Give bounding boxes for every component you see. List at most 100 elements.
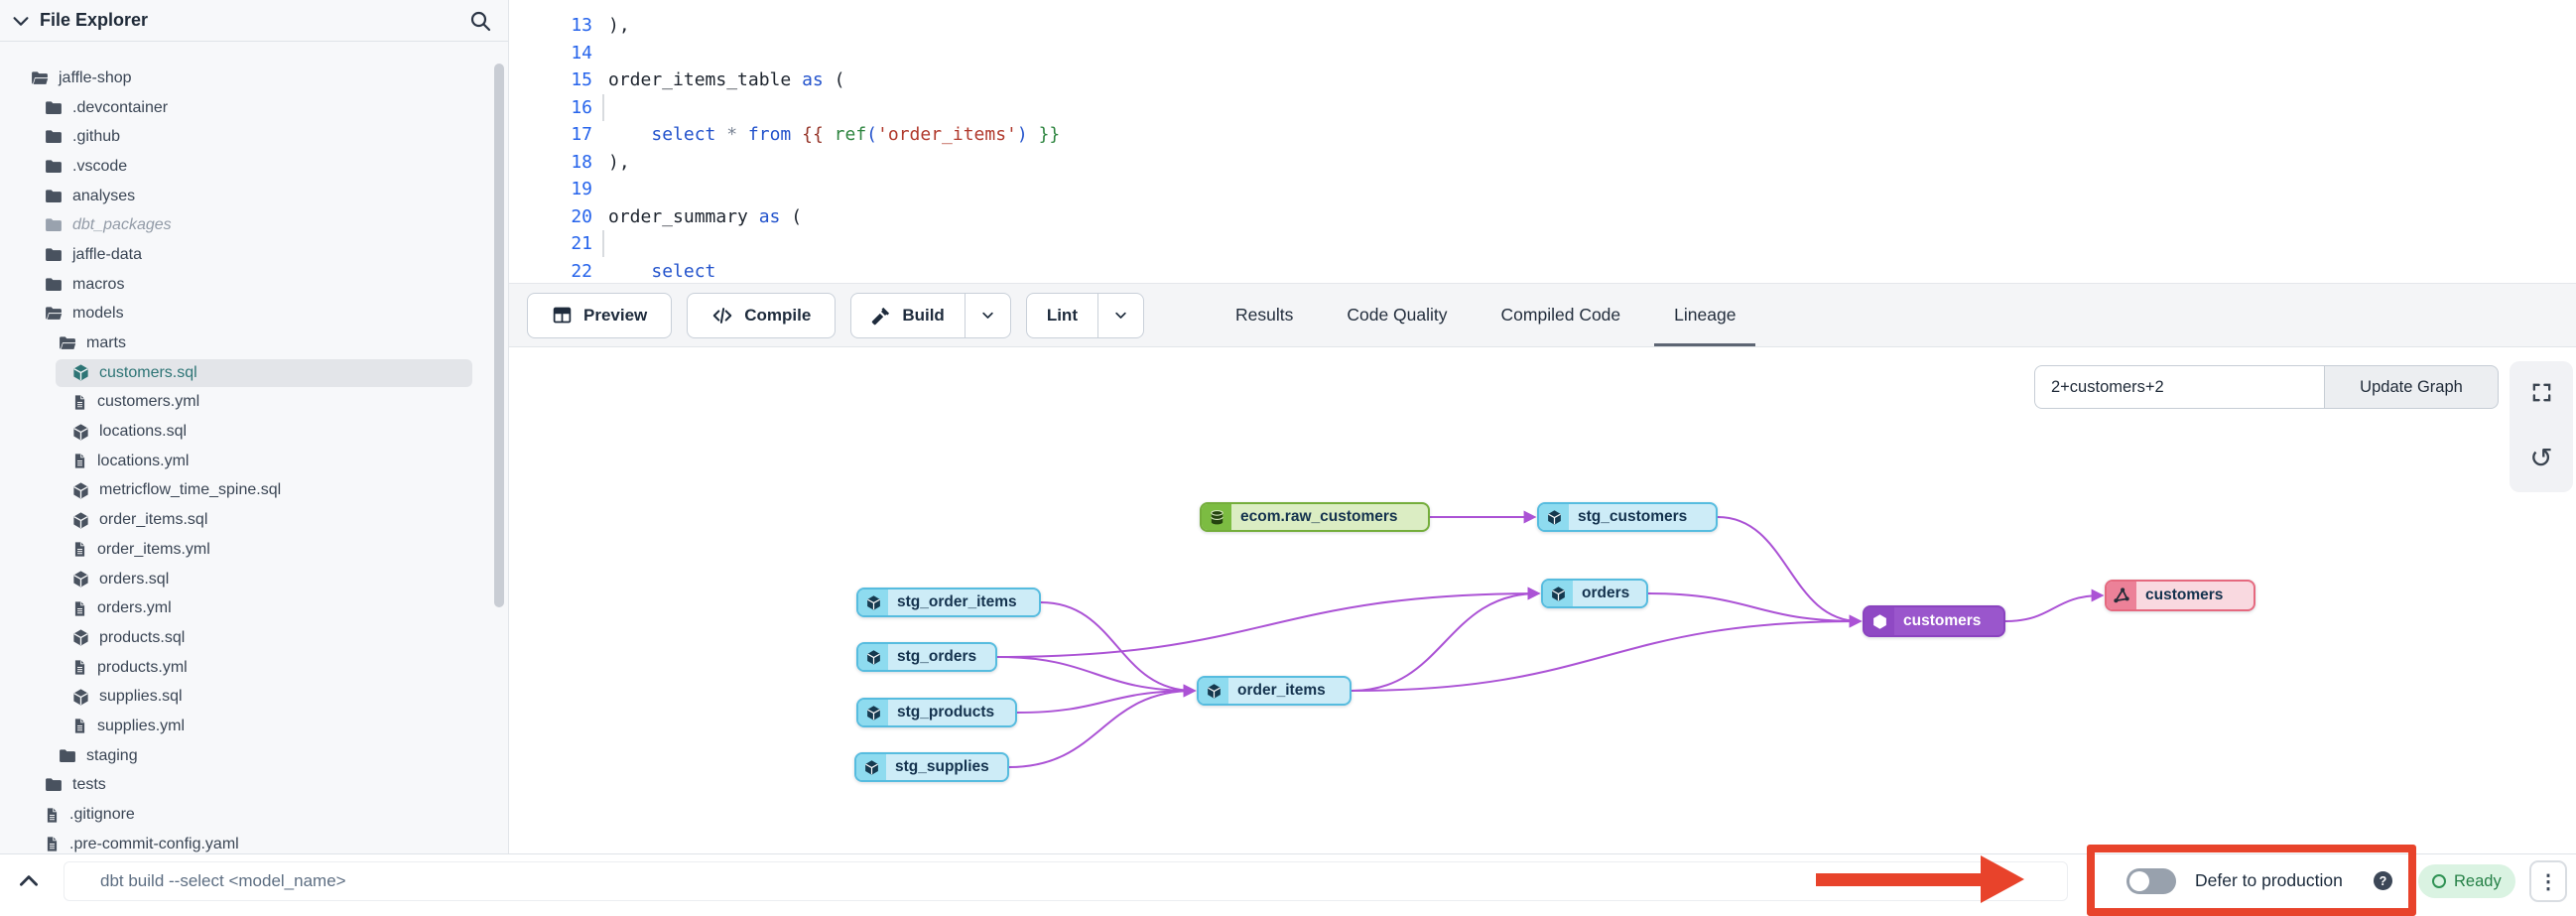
build-dropdown-button[interactable] <box>964 293 1010 337</box>
lineage-edge-stg_products-to-order_items <box>1016 684 1197 714</box>
help-icon[interactable]: ? <box>2374 871 2392 890</box>
tree-item-locations-yml[interactable]: locations.yml <box>0 447 494 476</box>
tab-lineage[interactable]: Lineage <box>1654 284 1756 346</box>
lineage-node-order_items[interactable]: order_items <box>1197 676 1352 706</box>
file-icon <box>44 836 61 852</box>
tab-compiled-code[interactable]: Compiled Code <box>1500 305 1621 325</box>
file-explorer-panel: File Explorer jaffle-shop.devcontainer.g… <box>0 0 509 853</box>
compile-button[interactable]: Compile <box>687 292 837 338</box>
lineage-node-orders[interactable]: orders <box>1541 579 1648 608</box>
tree-item-label: .gitignore <box>69 806 135 824</box>
tree-item-staging[interactable]: staging <box>0 741 494 771</box>
folder-icon <box>44 275 64 295</box>
tree-item-order-items-sql[interactable]: order_items.sql <box>0 505 494 535</box>
token-kw: as <box>802 69 824 91</box>
tree-item-metricflow-time-spine-sql[interactable]: metricflow_time_spine.sql <box>0 476 494 506</box>
file-explorer-title: File Explorer <box>40 10 149 30</box>
tree-item-products-sql[interactable]: products.sql <box>0 623 494 653</box>
token <box>824 124 835 145</box>
token-kw: select <box>651 260 716 282</box>
lineage-node-stg_products[interactable]: stg_products <box>856 698 1017 727</box>
tree-item-supplies-yml[interactable]: supplies.yml <box>0 712 494 741</box>
token-kw: select <box>651 124 716 146</box>
token <box>715 124 726 145</box>
lineage-node-stg_orders[interactable]: stg_orders <box>856 642 997 672</box>
build-button[interactable]: Build <box>851 294 965 337</box>
folder-icon <box>58 746 77 766</box>
defer-to-production-toggle[interactable] <box>2126 868 2176 894</box>
preview-button[interactable]: Preview <box>527 292 673 338</box>
lineage-node-label: stg_products <box>897 704 995 720</box>
update-graph-button[interactable]: Update Graph <box>2324 365 2499 409</box>
status-badge-label: Ready <box>2454 871 2502 890</box>
tree-item-label: .vscode <box>72 157 128 175</box>
indent-guide-line <box>602 230 604 258</box>
model-cube-icon <box>1539 504 1569 530</box>
model-cube-icon <box>1199 678 1228 704</box>
tree-item-order-items-yml[interactable]: order_items.yml <box>0 535 494 565</box>
lint-dropdown-button[interactable] <box>1096 293 1143 337</box>
sidebar-scrollbar[interactable] <box>494 64 504 607</box>
tree-item-analyses[interactable]: analyses <box>0 182 494 211</box>
folder-icon <box>30 68 50 88</box>
tree-item-orders-sql[interactable]: orders.sql <box>0 565 494 594</box>
token-fn: ref <box>834 124 867 146</box>
lineage-view-controls: ↺ <box>2510 361 2573 492</box>
lineage-node-customers[interactable]: customers <box>1863 605 2005 637</box>
chevron-up-icon[interactable] <box>16 868 42 894</box>
tree-item-tests[interactable]: tests <box>0 771 494 801</box>
lineage-node-src_raw_customers[interactable]: ecom.raw_customers <box>1200 502 1430 532</box>
lineage-node-label: stg_customers <box>1578 508 1688 525</box>
lineage-node-stg_supplies[interactable]: stg_supplies <box>854 752 1009 782</box>
tree-item-jaffle-data[interactable]: jaffle-data <box>0 240 494 270</box>
lineage-selector-input[interactable] <box>2034 365 2324 409</box>
lineage-edge-orders-to-customers <box>1647 592 1863 628</box>
lint-button[interactable]: Lint <box>1027 294 1097 337</box>
tree-item-label: metricflow_time_spine.sql <box>99 481 282 499</box>
indent-guide-line <box>602 93 604 121</box>
tree-item-label: order_items.yml <box>97 540 210 558</box>
overflow-menu-button[interactable]: ⋮ <box>2529 860 2567 902</box>
lineage-node-exp_customers[interactable]: customers <box>2105 580 2255 611</box>
tree-item-models[interactable]: models <box>0 300 494 329</box>
line-number: 22 <box>571 260 592 282</box>
tree-item-marts[interactable]: marts <box>0 328 494 358</box>
folder-icon <box>44 215 64 235</box>
token-str: 'order_items' <box>877 124 1017 146</box>
tree-item-supplies-sql[interactable]: supplies.sql <box>0 682 494 712</box>
lineage-edges <box>996 510 2105 768</box>
tree-item-github[interactable]: .github <box>0 122 494 152</box>
tree-item-pre-commit-config-yaml[interactable]: .pre-commit-config.yaml <box>0 830 494 859</box>
tree-item-gitignore[interactable]: .gitignore <box>0 800 494 830</box>
editor-toolbar: Preview Compile Build Lint Res <box>509 283 2576 347</box>
reset-view-icon[interactable]: ↺ <box>2529 442 2553 473</box>
tree-item-vscode[interactable]: .vscode <box>0 152 494 182</box>
tree-item-macros[interactable]: macros <box>0 270 494 300</box>
lineage-node-label: orders <box>1582 585 1630 601</box>
line-number: 13 <box>571 15 592 37</box>
search-icon[interactable] <box>468 9 492 33</box>
tree-item-customers-yml[interactable]: customers.yml <box>0 388 494 418</box>
tree-item-locations-sql[interactable]: locations.sql <box>0 417 494 447</box>
tree-item-orders-yml[interactable]: orders.yml <box>0 593 494 623</box>
tree-item-label: macros <box>72 275 125 293</box>
lineage-node-stg_order_items[interactable]: stg_order_items <box>856 588 1041 617</box>
fullscreen-icon[interactable] <box>2530 381 2553 404</box>
tree-item-label: analyses <box>72 187 136 204</box>
command-input[interactable] <box>64 861 2068 901</box>
chevron-down-icon[interactable] <box>10 10 32 32</box>
lineage-node-stg_customers[interactable]: stg_customers <box>1537 502 1718 532</box>
tree-item-devcontainer[interactable]: .devcontainer <box>0 93 494 123</box>
lineage-node-label: customers <box>2145 587 2224 603</box>
file-icon <box>71 394 88 411</box>
tree-item-customers-sql[interactable]: customers.sql <box>0 358 494 388</box>
tab-results[interactable]: Results <box>1235 305 1294 325</box>
tree-item-products-yml[interactable]: products.yml <box>0 653 494 683</box>
lineage-node-label: order_items <box>1237 682 1326 699</box>
tree-item-jaffle-shop[interactable]: jaffle-shop <box>0 64 494 93</box>
tree-item-dbt-packages[interactable]: dbt_packages <box>0 210 494 240</box>
tab-code-quality[interactable]: Code Quality <box>1347 305 1448 325</box>
